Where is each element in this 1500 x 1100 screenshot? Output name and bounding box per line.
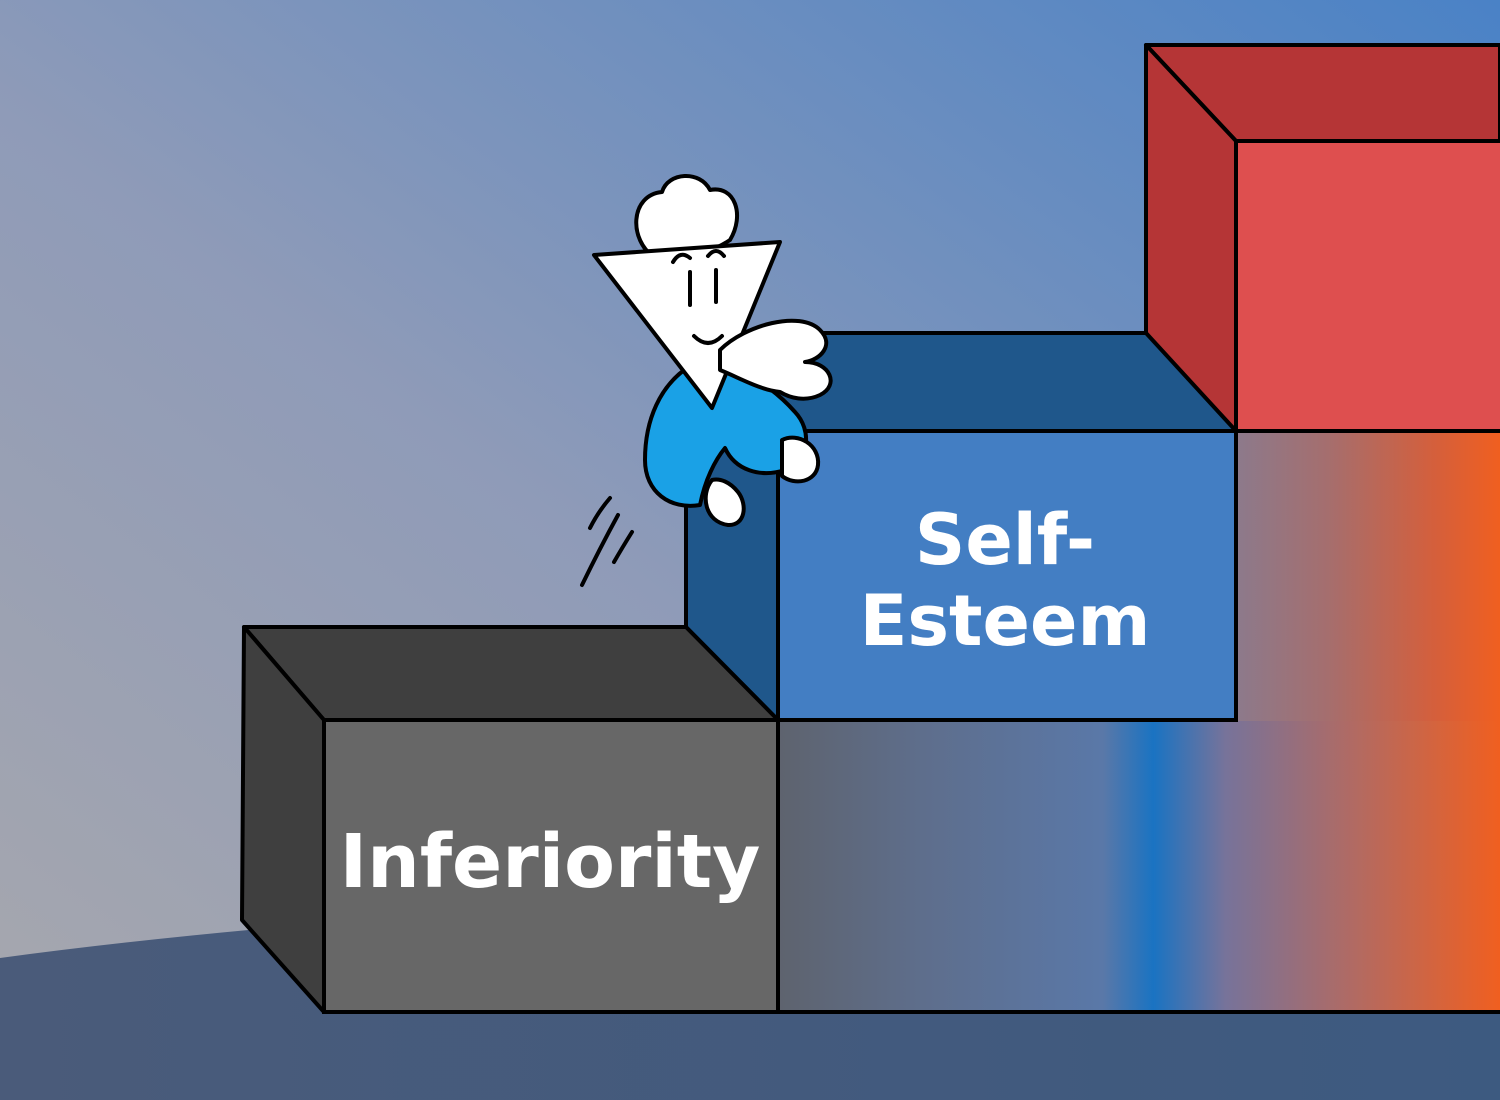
inferiority-label: Inferiority	[339, 819, 761, 905]
character-lower-hand	[703, 477, 746, 527]
self-esteem-label: Self- Esteem	[790, 500, 1220, 661]
self-esteem-step-front-face	[776, 429, 1238, 722]
character-mouth	[692, 334, 724, 345]
lower-gradient-block	[778, 720, 1500, 1012]
upper-gradient-block	[1235, 431, 1500, 721]
self-esteem-label-line1: Self-	[914, 499, 1096, 581]
inferiority-step-front-face	[322, 718, 780, 1014]
character-wing-hand	[718, 318, 833, 401]
character	[592, 174, 833, 527]
inferiority-step-top-face	[242, 625, 780, 722]
character-foot	[780, 435, 821, 484]
top-step-front-face	[1234, 139, 1500, 433]
self-esteem-label-line2: Esteem	[859, 579, 1151, 662]
character-eyebrow-left	[671, 252, 692, 264]
motion-lines	[580, 496, 634, 587]
character-face	[592, 240, 782, 410]
character-eyebrow-right	[706, 249, 726, 258]
